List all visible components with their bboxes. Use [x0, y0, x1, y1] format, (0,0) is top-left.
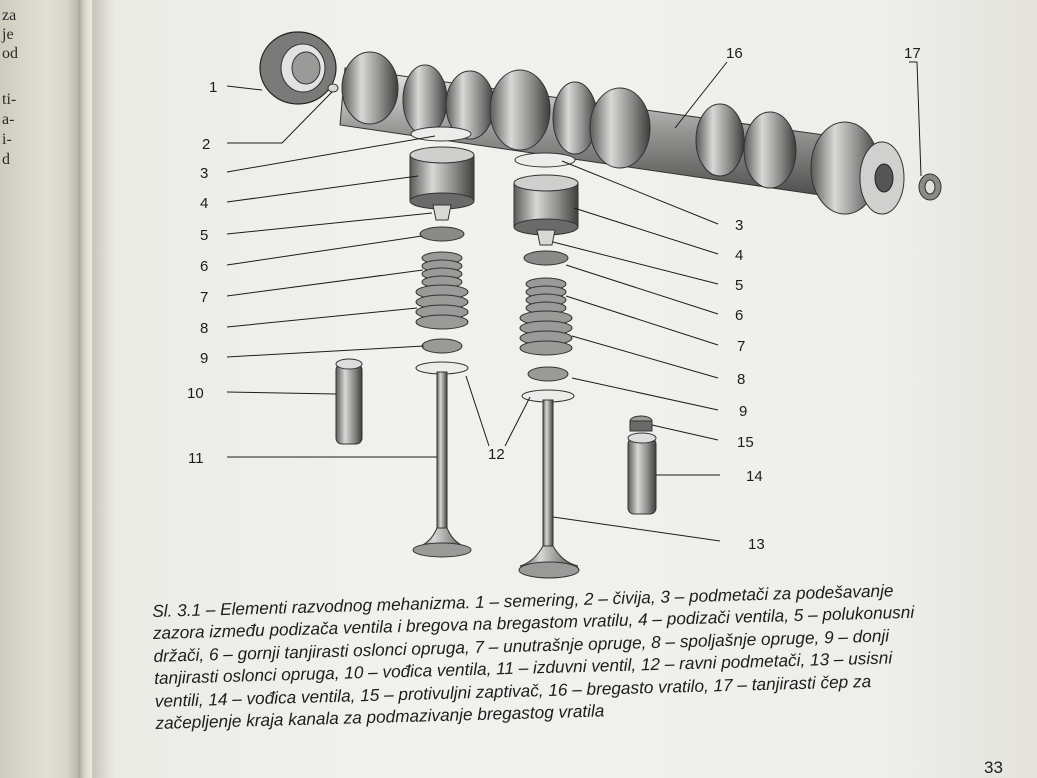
label-16: 16	[726, 45, 743, 62]
label-3-right: 3	[735, 217, 743, 234]
oil-seal-ring	[259, 31, 337, 105]
valve-train-diagram: 1 2 3 4 5 6 7 8 9 10 11 12 3 4 5 6 7 8 9…	[187, 31, 942, 579]
label-6-right: 6	[735, 307, 743, 324]
label-5-right: 5	[735, 277, 743, 294]
label-5: 5	[200, 227, 208, 244]
label-4-right: 4	[735, 247, 743, 264]
margin-fragment: ti-	[2, 91, 17, 108]
page-number: 33	[984, 758, 1003, 777]
left-page-edge: za je od ti- a- i- d	[0, 0, 78, 778]
dowel-pin	[327, 83, 339, 93]
valve-stem-seal	[629, 415, 653, 432]
margin-fragment: od	[2, 45, 18, 62]
label-13: 13	[748, 536, 765, 553]
label-1: 1	[209, 79, 217, 96]
exhaust-valve-assembly	[409, 126, 475, 558]
margin-fragment: d	[2, 151, 10, 168]
label-14: 14	[746, 468, 763, 485]
margin-fragment: za	[2, 7, 17, 24]
label-7-right: 7	[737, 338, 745, 355]
camshaft	[339, 51, 905, 215]
intake-valve-assembly	[513, 152, 580, 579]
part-labels: 1 2 3 4 5 6 7 8 9 10 11 12 3 4 5 6 7 8 9…	[187, 45, 921, 553]
label-11: 11	[188, 450, 204, 467]
label-8: 8	[200, 320, 208, 337]
label-3: 3	[200, 165, 208, 182]
book-gutter	[78, 0, 92, 778]
label-8-right: 8	[737, 371, 745, 388]
label-10: 10	[187, 385, 204, 402]
leader-lines	[226, 61, 922, 542]
label-2: 2	[202, 136, 210, 153]
label-12: 12	[488, 446, 505, 463]
valve-guide-left	[335, 358, 363, 445]
label-9: 9	[200, 350, 208, 367]
margin-fragment: a-	[2, 111, 15, 128]
label-7: 7	[200, 289, 208, 306]
cup-plug	[918, 173, 942, 201]
margin-fragment: i-	[2, 131, 12, 148]
label-15: 15	[737, 434, 754, 451]
label-17: 17	[904, 45, 921, 62]
label-9-right: 9	[739, 403, 747, 420]
figure-caption: Sl. 3.1 – Elementi razvodnog mehanizma. …	[152, 576, 1015, 734]
label-4: 4	[200, 195, 208, 212]
margin-fragment: je	[2, 26, 14, 43]
valve-guide-right	[627, 432, 657, 515]
label-6: 6	[200, 258, 208, 275]
